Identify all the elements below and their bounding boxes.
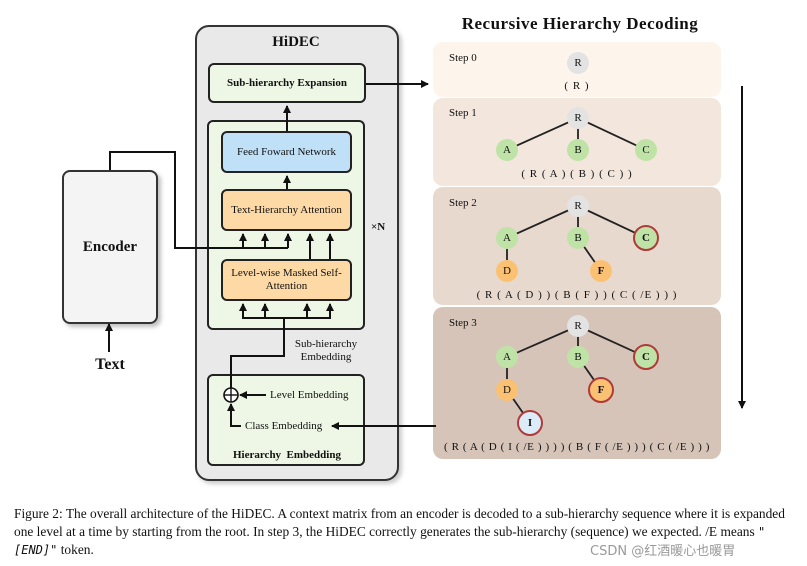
caption-code: "[END]" — [14, 525, 766, 557]
level-wise-attention-box: Level-wise Masked Self-Attention — [221, 259, 352, 301]
node-a-step2: A — [496, 227, 518, 249]
figure-caption: Figure 2: The overall architecture of th… — [14, 505, 800, 559]
node-c-step1: C — [635, 139, 657, 161]
tha-label: Text-Hierarchy Attention — [231, 203, 342, 216]
node-a-step3: A — [496, 346, 518, 368]
ffn-label: Feed Foward Network — [237, 145, 336, 158]
text-input-label: Text — [95, 356, 125, 373]
class-embedding-label: Class Embedding — [245, 420, 323, 432]
watermark: CSDN @红酒暖心也暖胃 — [590, 544, 736, 559]
node-r-step1: R — [567, 107, 589, 129]
node-r-step2: R — [567, 195, 589, 217]
hierarchy-embedding-title: Hierarchy Embedding — [233, 449, 341, 461]
node-i-step3: I — [517, 410, 543, 436]
feed-forward-box: Feed Foward Network — [221, 131, 352, 173]
node-d-step2: D — [496, 260, 518, 282]
hidec-title: HiDEC — [272, 34, 320, 50]
caption-text-1: Figure 2: The overall architecture of th… — [14, 506, 785, 539]
context-line — [109, 151, 288, 249]
expansion-label: Sub-hierarchy Expansion — [227, 76, 347, 89]
text-hierarchy-attention-box: Text-Hierarchy Attention — [221, 189, 352, 231]
node-f-step3: F — [588, 377, 614, 403]
node-f-step2: F — [590, 260, 612, 282]
encoder-box: Encoder — [62, 170, 158, 324]
step-1-sequence: ( R ( A ) ( B ) ( C ) ) — [521, 168, 633, 180]
step-3-label: Step 3 — [449, 317, 477, 329]
step-3-sequence: ( R ( A ( D ( I ( /E ) ) ) ) ( B ( F ( /… — [443, 441, 710, 453]
node-r-step3: R — [567, 315, 589, 337]
level-embedding-label: Level Embedding — [270, 389, 349, 401]
step-2-label: Step 2 — [449, 197, 477, 209]
hierarchy-embedding-box — [207, 374, 365, 466]
step-1-label: Step 1 — [449, 107, 477, 119]
caption-text-2: token. — [57, 542, 94, 557]
decoding-title: Recursive Hierarchy Decoding — [461, 14, 699, 33]
step-0-label: Step 0 — [449, 52, 477, 64]
node-d-step3: D — [496, 379, 518, 401]
repeat-n-label: ×N — [371, 221, 386, 233]
plus-icon — [223, 387, 239, 403]
node-b-step2: B — [567, 227, 589, 249]
node-b-step3: B — [567, 346, 589, 368]
class-to-plus-arrow — [227, 403, 241, 427]
sub-hierarchy-expansion-box: Sub-hierarchy Expansion — [208, 63, 366, 103]
node-b-step1: B — [567, 139, 589, 161]
lwm-label: Level-wise Masked Self-Attention — [231, 267, 342, 292]
step-0-sequence: ( R ) — [564, 80, 590, 92]
node-r-step0: R — [567, 52, 589, 74]
sub-hierarchy-embedding-label: Sub-hierarchy Embedding — [294, 338, 358, 363]
embedding-to-lwm-path — [230, 303, 285, 388]
encoder-label: Encoder — [82, 238, 138, 255]
step-2-sequence: ( R ( A ( D ) ) ( B ( F ) ) ( C ( /E ) )… — [476, 289, 678, 301]
node-c-step2: C — [633, 225, 659, 251]
node-c-step3: C — [633, 344, 659, 370]
node-a-step1: A — [496, 139, 518, 161]
emb-arrow-3 — [284, 303, 334, 319]
